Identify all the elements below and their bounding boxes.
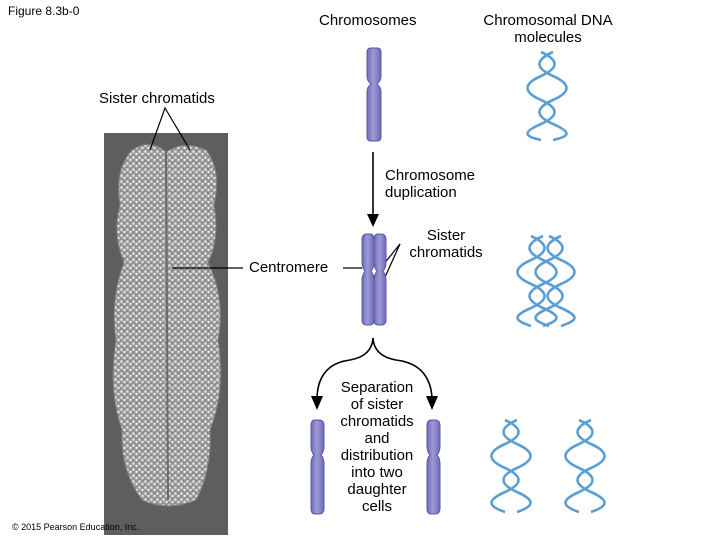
duplication-line1: Chromosome <box>385 167 476 184</box>
label-sister-chromatids-right: Sister chromatids <box>396 227 496 261</box>
header-chromosomes: Chromosomes <box>319 12 417 29</box>
dna-helix-daughter-right <box>564 418 606 514</box>
dna-helix-single <box>526 50 568 142</box>
sister-line2: chromatids <box>409 244 483 261</box>
separation-line: Separation <box>340 379 414 396</box>
sister-chromatids-pointer <box>149 106 191 151</box>
header-chromosomal-dna: Chromosomal DNA molecules <box>468 12 628 46</box>
micrograph-chromatid-groove <box>165 151 169 501</box>
dna-helix-sister-left <box>516 234 558 328</box>
dna-helix-daughter-left <box>490 418 532 514</box>
separation-arrowhead-right <box>426 396 438 410</box>
chromosome-single <box>366 47 382 142</box>
duplication-arrow <box>367 152 379 227</box>
chromosome-daughter-left <box>310 419 325 515</box>
separation-line: distribution <box>340 447 414 464</box>
separation-line: chromatids <box>340 413 414 430</box>
label-sister-chromatids-top: Sister chromatids <box>99 90 215 107</box>
chromosome-daughter-right <box>426 419 441 515</box>
separation-line: into two <box>351 464 403 481</box>
figure-label: Figure 8.3b-0 <box>8 4 80 18</box>
sister-line1: Sister <box>426 227 466 244</box>
chromosome-micrograph <box>104 133 228 535</box>
header-dna-line2: molecules <box>514 29 582 46</box>
header-dna-line1: Chromosomal DNA <box>483 12 613 29</box>
label-centromere: Centromere <box>249 259 329 276</box>
separation-line: cells <box>361 498 392 515</box>
chromosome-duplicated <box>361 233 387 326</box>
copyright-notice: © 2015 Pearson Education, Inc. <box>12 522 140 532</box>
label-chromosome-duplication: Chromosome duplication <box>385 167 475 201</box>
duplication-line2: duplication <box>385 184 457 201</box>
separation-line: and <box>364 430 390 447</box>
separation-arrows <box>316 337 433 399</box>
separation-line: daughter <box>347 481 407 498</box>
dna-helix-sister-right <box>534 234 576 328</box>
separation-arrowhead-left <box>311 396 323 410</box>
separation-line: of sister <box>350 396 404 413</box>
